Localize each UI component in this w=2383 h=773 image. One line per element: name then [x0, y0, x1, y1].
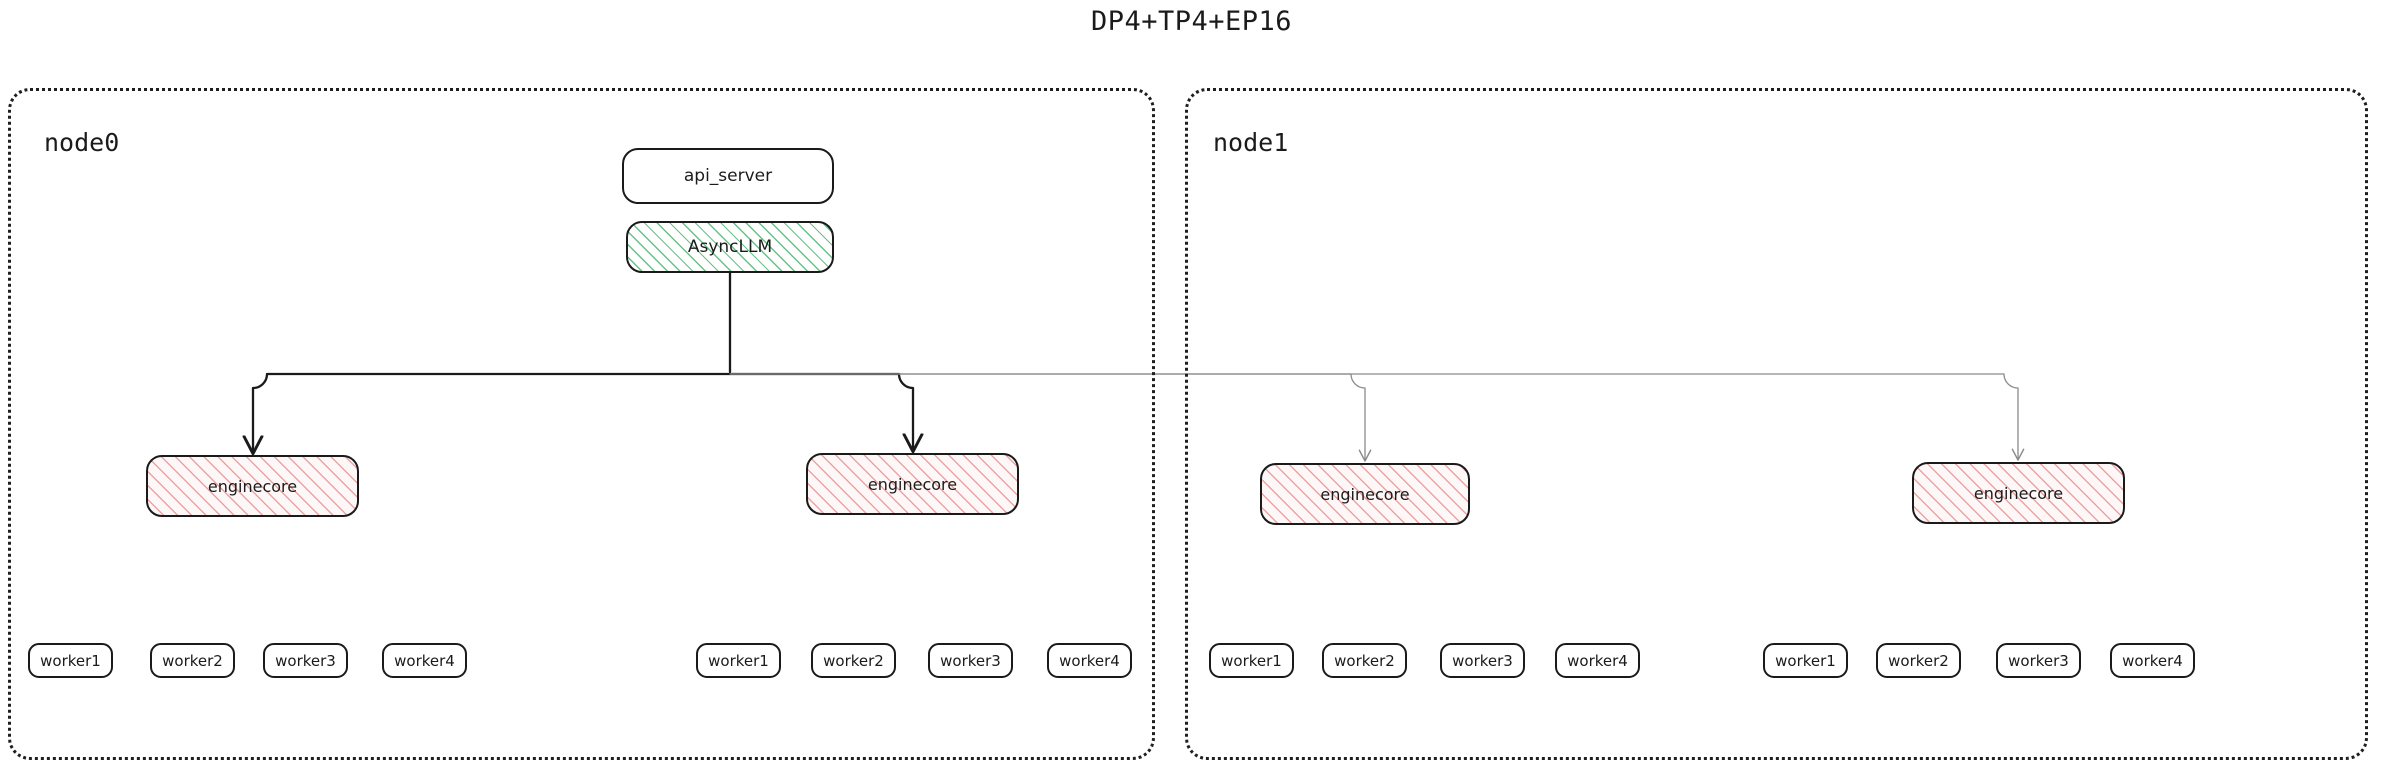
worker-box[interactable]: worker2	[150, 643, 235, 678]
worker-label: worker1	[1221, 651, 1282, 670]
worker-box[interactable]: worker4	[1555, 643, 1640, 678]
worker-box[interactable]: worker1	[1209, 643, 1294, 678]
worker-box[interactable]: worker2	[811, 643, 896, 678]
worker-box[interactable]: worker2	[1322, 643, 1407, 678]
worker-label: worker1	[1775, 651, 1836, 670]
enginecore-0-label: enginecore	[207, 476, 298, 496]
enginecore-3-label: enginecore	[1973, 483, 2064, 503]
worker-box[interactable]: worker4	[382, 643, 467, 678]
worker-label: worker3	[940, 651, 1001, 670]
worker-box[interactable]: worker3	[1996, 643, 2081, 678]
worker-box[interactable]: worker3	[928, 643, 1013, 678]
worker-label: worker4	[2122, 651, 2183, 670]
async-llm-label: AsyncLLM	[687, 237, 773, 257]
worker-label: worker3	[1452, 651, 1513, 670]
enginecore-1-label: enginecore	[867, 474, 958, 494]
worker-label: worker4	[1059, 651, 1120, 670]
worker-label: worker3	[2008, 651, 2069, 670]
worker-label: worker3	[275, 651, 336, 670]
enginecore-3[interactable]: enginecore	[1912, 462, 2125, 524]
worker-box[interactable]: worker1	[28, 643, 113, 678]
api-server-label: api_server	[683, 166, 773, 186]
worker-label: worker2	[823, 651, 884, 670]
worker-label: worker1	[40, 651, 101, 670]
enginecore-2-label: enginecore	[1320, 484, 1410, 504]
node-label-node1: node1	[1213, 128, 1289, 157]
worker-label: worker1	[708, 651, 769, 670]
worker-box[interactable]: worker3	[263, 643, 348, 678]
worker-box[interactable]: worker3	[1440, 643, 1525, 678]
node-label-node0: node0	[44, 128, 120, 157]
enginecore-2[interactable]: enginecore	[1260, 463, 1470, 525]
enginecore-0[interactable]: enginecore	[146, 455, 359, 517]
worker-label: worker4	[1567, 651, 1628, 670]
worker-box[interactable]: worker1	[696, 643, 781, 678]
worker-label: worker4	[394, 651, 455, 670]
api-server[interactable]: api_server	[622, 148, 834, 204]
node-container-node0	[8, 88, 1155, 760]
worker-label: worker2	[162, 651, 223, 670]
worker-box[interactable]: worker2	[1876, 643, 1961, 678]
enginecore-1[interactable]: enginecore	[806, 453, 1019, 515]
page-title: DP4+TP4+EP16	[1090, 6, 1293, 37]
worker-label: worker2	[1334, 651, 1395, 670]
async-llm[interactable]: AsyncLLM	[626, 221, 834, 273]
worker-label: worker2	[1888, 651, 1949, 670]
worker-box[interactable]: worker4	[1047, 643, 1132, 678]
node-container-node1	[1185, 88, 2368, 760]
worker-box[interactable]: worker4	[2110, 643, 2195, 678]
worker-box[interactable]: worker1	[1763, 643, 1848, 678]
